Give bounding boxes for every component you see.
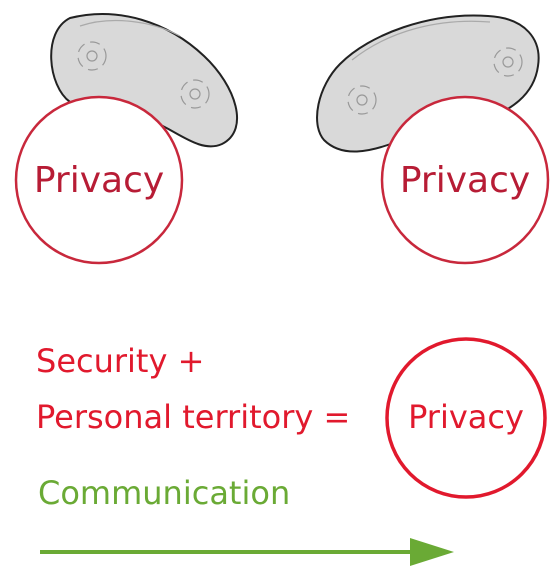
communication-arrow — [40, 538, 454, 566]
equation-line-security: Security + — [36, 342, 204, 380]
result-privacy-label: Privacy — [408, 398, 524, 436]
communication-label: Communication — [38, 474, 290, 512]
left-privacy-circle: Privacy — [14, 95, 184, 265]
right-privacy-label: Privacy — [400, 160, 530, 201]
left-territory-blob — [50, 13, 238, 148]
result-privacy-circle: Privacy — [385, 337, 547, 499]
left-privacy-label: Privacy — [34, 160, 164, 201]
equation-line-territory: Personal territory = — [36, 398, 350, 436]
right-privacy-circle: Privacy — [380, 95, 550, 265]
